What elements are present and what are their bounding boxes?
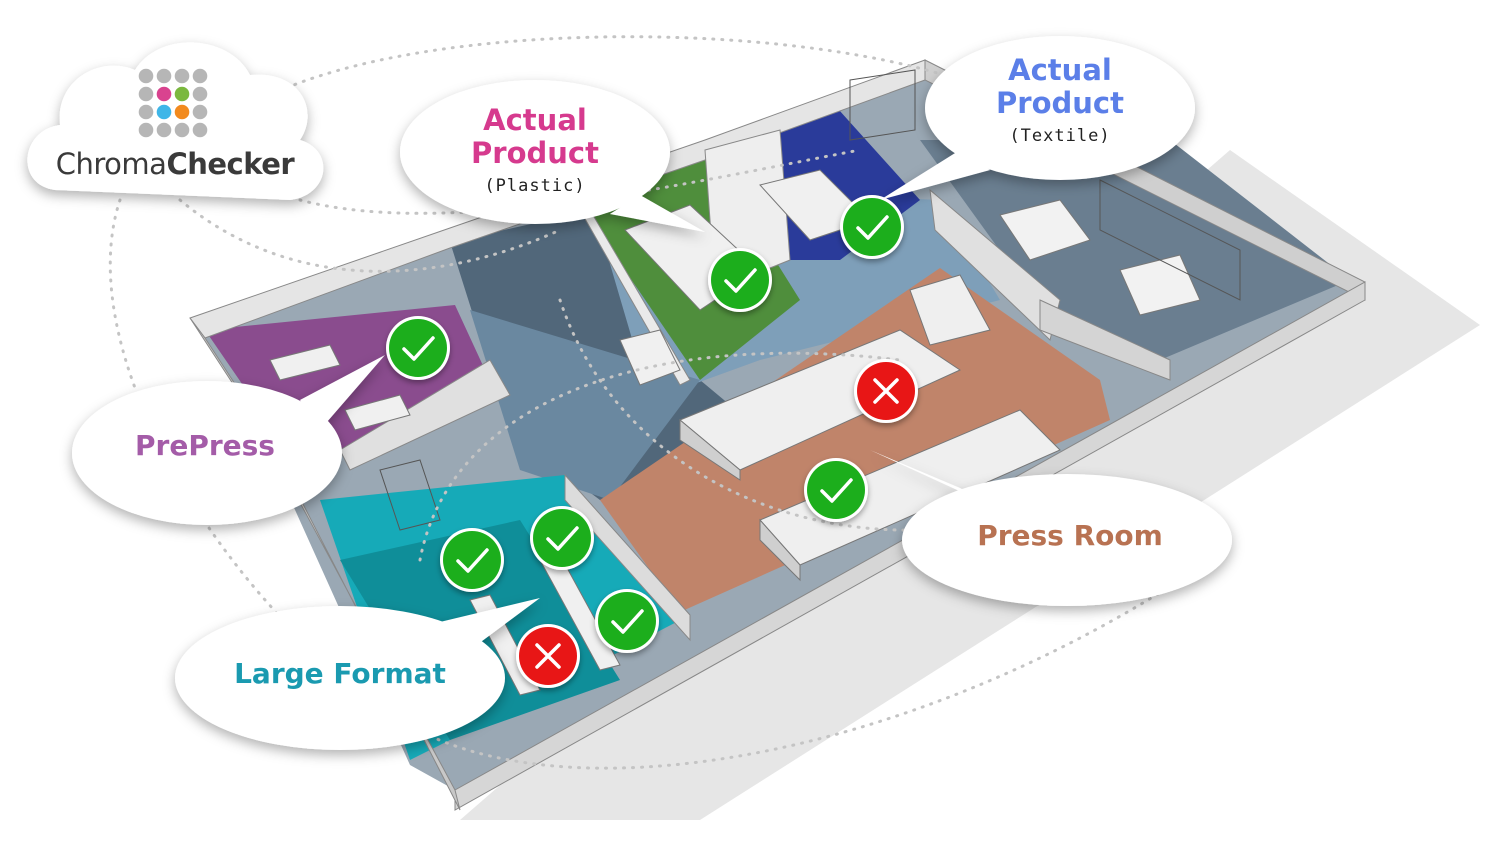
check-icon bbox=[724, 268, 757, 293]
chromachecker-logo-dots bbox=[138, 68, 208, 138]
logo-dot bbox=[138, 104, 154, 120]
status-pass-marker bbox=[530, 506, 594, 570]
bubble-prepress bbox=[72, 355, 385, 525]
logo-dot bbox=[174, 104, 190, 120]
status-pass-marker bbox=[804, 458, 868, 522]
status-pass-marker bbox=[595, 589, 659, 653]
logo-dot bbox=[156, 122, 172, 138]
logo-dot bbox=[192, 122, 208, 138]
floor-warehouse bbox=[920, 140, 1350, 360]
status-pass-marker bbox=[386, 316, 450, 380]
x-icon bbox=[535, 643, 561, 669]
status-fail-marker bbox=[516, 624, 580, 688]
bubble-large-format bbox=[175, 598, 540, 750]
check-icon bbox=[456, 548, 489, 573]
check-icon bbox=[402, 336, 435, 361]
logo-dot bbox=[192, 104, 208, 120]
logo-dot bbox=[138, 86, 154, 102]
logo-name-regular: Chroma bbox=[55, 147, 167, 181]
logo-name-bold: Checker bbox=[166, 147, 295, 181]
warehouse-shelves bbox=[849, 69, 1241, 316]
floor-hall-light-2 bbox=[470, 310, 700, 500]
status-fail-marker bbox=[854, 359, 918, 423]
prepress-desks bbox=[269, 344, 411, 431]
wall-prepress-divider bbox=[339, 359, 511, 471]
logo-dot bbox=[174, 86, 190, 102]
status-pass-marker bbox=[840, 195, 904, 259]
logo-dot bbox=[138, 122, 154, 138]
status-pass-marker bbox=[440, 528, 504, 592]
check-icon bbox=[820, 478, 853, 503]
logo-dot bbox=[138, 68, 154, 84]
floor-press-room bbox=[600, 268, 1110, 612]
x-icon bbox=[873, 378, 899, 404]
logo-dot bbox=[174, 68, 190, 84]
chromachecker-logo-text: ChromaChecker bbox=[50, 147, 300, 181]
logo-dot bbox=[192, 86, 208, 102]
bubble-plastic bbox=[400, 80, 705, 232]
logo-dot bbox=[174, 122, 190, 138]
logo-dot bbox=[156, 86, 172, 102]
logo-dot bbox=[192, 68, 208, 84]
check-icon bbox=[611, 609, 644, 634]
chromachecker-cloud bbox=[27, 42, 324, 200]
check-icon bbox=[546, 526, 579, 551]
logo-dot bbox=[156, 104, 172, 120]
bubble-textile bbox=[880, 36, 1195, 200]
check-icon bbox=[856, 215, 889, 240]
wall-large-format-divider bbox=[564, 473, 691, 642]
wall-warehouse-divider bbox=[929, 188, 1061, 341]
logo-dot bbox=[156, 68, 172, 84]
status-markers bbox=[386, 195, 918, 688]
status-pass-marker bbox=[708, 248, 772, 312]
bubble-press-room bbox=[870, 450, 1232, 606]
wall-warehouse-front bbox=[1039, 299, 1171, 381]
